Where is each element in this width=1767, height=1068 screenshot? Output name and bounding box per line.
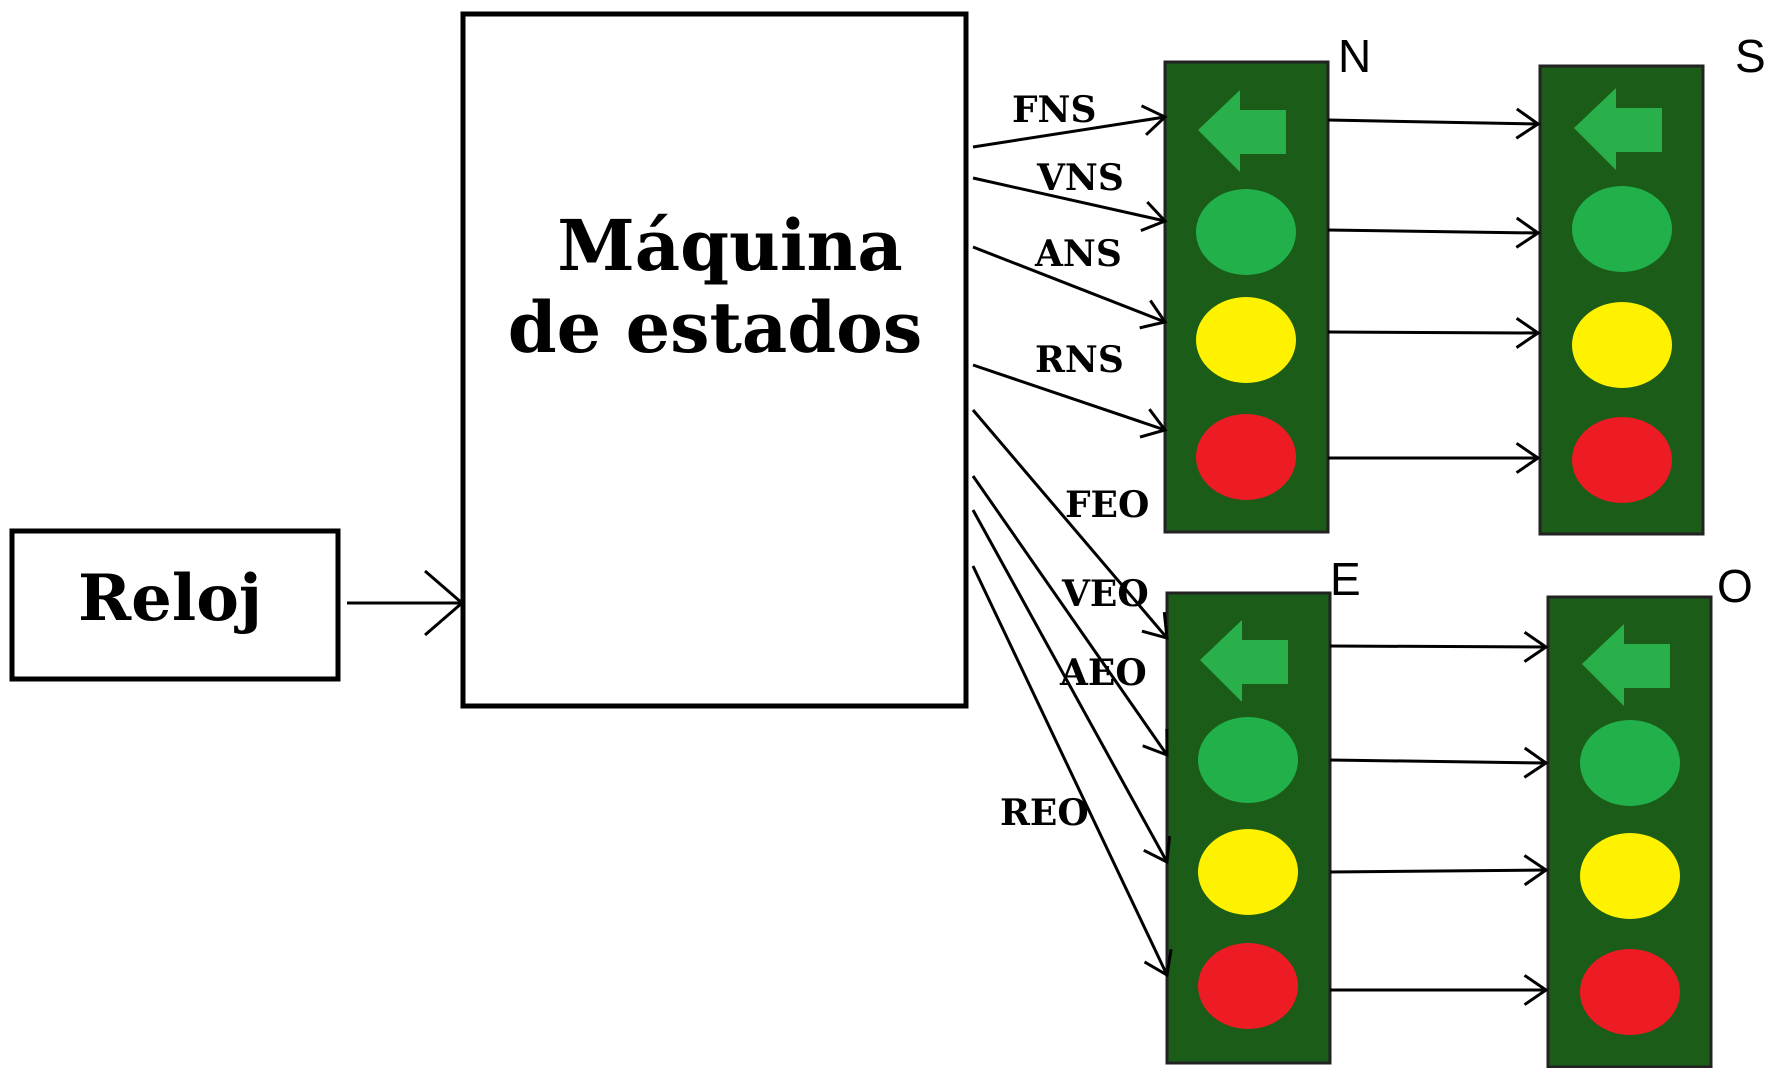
pass-wire-E-O-arrow <box>1329 630 1549 663</box>
traffic-light-N <box>1163 60 1330 534</box>
pass-wire-N-S-arrow <box>1327 107 1541 140</box>
signal-label-VEO: VEO <box>1061 573 1149 615</box>
state-machine-box <box>460 11 969 709</box>
direction-label-N: N <box>1338 30 1371 82</box>
clock-block: Reloj <box>9 528 341 682</box>
traffic-light-O <box>1546 595 1713 1068</box>
wire-FEO <box>971 409 1169 641</box>
state-machine-title-line2: de estados <box>508 286 923 369</box>
left-arrow-icon <box>1574 88 1662 170</box>
clock-box <box>9 528 341 682</box>
traffic-light-S <box>1538 64 1705 536</box>
wire-REO <box>971 565 1173 978</box>
pass-wire-N-S-green <box>1327 216 1541 249</box>
signal-wires <box>971 104 1173 978</box>
left-arrow-icon <box>1582 624 1670 706</box>
pass-wire-N-S-red <box>1328 442 1541 474</box>
clock-to-fsm-arrow <box>347 569 478 637</box>
pass-wire-E-O-yellow <box>1329 854 1549 887</box>
signal-label-REO: REO <box>1000 792 1089 834</box>
wire-ANS <box>972 245 1168 330</box>
signal-label-FNS: FNS <box>1012 89 1096 131</box>
direction-label-E: E <box>1330 553 1361 605</box>
direction-label-S: S <box>1735 30 1766 82</box>
state-machine-title-line1: Máquina <box>557 204 903 287</box>
red-light <box>1196 414 1296 500</box>
signal-label-VNS: VNS <box>1036 157 1124 199</box>
wire-RNS <box>972 363 1168 439</box>
signal-label-AEO: AEO <box>1059 652 1147 694</box>
pass-wire-E-O-red <box>1330 974 1549 1006</box>
wire-VNS <box>972 176 1168 233</box>
left-arrow-icon <box>1198 90 1286 172</box>
signal-label-FEO: FEO <box>1065 484 1149 526</box>
pass-wire-N-S-yellow <box>1327 316 1541 349</box>
wire-AEO <box>971 509 1171 865</box>
green-light <box>1572 186 1672 272</box>
traffic-light-E <box>1165 591 1332 1065</box>
yellow-light <box>1196 297 1296 383</box>
signal-label-ANS: ANS <box>1034 233 1122 275</box>
clock-label: Reloj <box>78 561 262 636</box>
yellow-light <box>1580 833 1680 919</box>
green-light <box>1198 717 1298 803</box>
left-arrow-icon <box>1200 620 1288 702</box>
state-machine-block: Máquina de estados <box>460 11 969 709</box>
green-light <box>1196 189 1296 275</box>
wire-VEO <box>971 475 1169 758</box>
green-light <box>1580 720 1680 806</box>
pass-through-wires <box>1327 107 1549 1006</box>
red-light <box>1580 949 1680 1035</box>
yellow-light <box>1198 829 1298 915</box>
pass-wire-E-O-green <box>1329 746 1549 779</box>
direction-label-O: O <box>1717 560 1753 612</box>
wire-FNS <box>972 104 1168 149</box>
red-light <box>1572 417 1672 503</box>
signal-label-RNS: RNS <box>1035 339 1124 381</box>
red-light <box>1198 943 1298 1029</box>
yellow-light <box>1572 302 1672 388</box>
